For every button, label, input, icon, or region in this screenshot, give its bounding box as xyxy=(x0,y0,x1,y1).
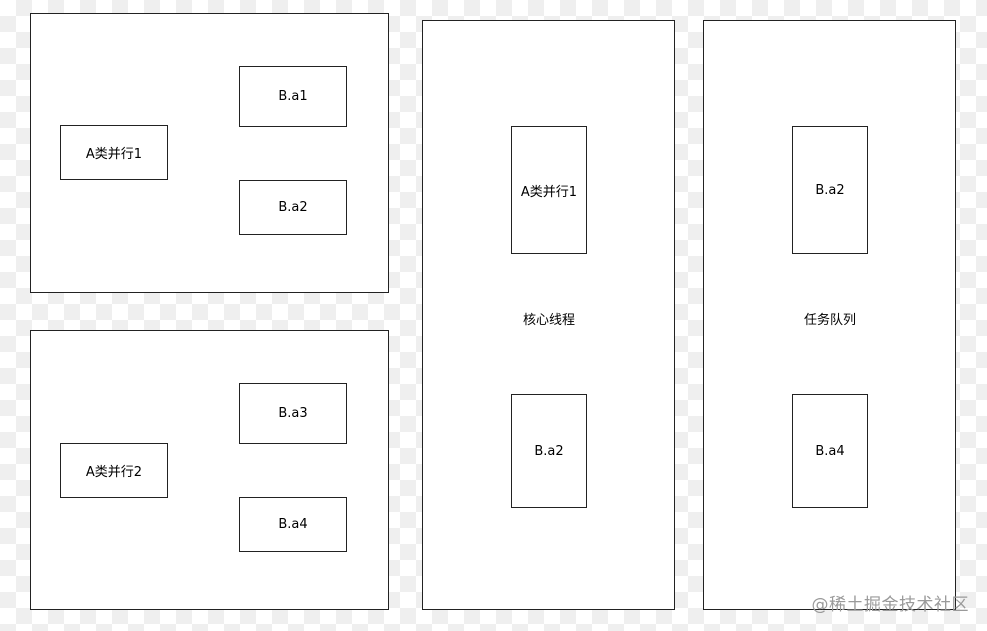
core-thread-slot-2-label: B.a2 xyxy=(534,443,564,459)
subtask-b-a2-box: B.a2 xyxy=(239,180,347,235)
parallel-task-a1-label: A类并行1 xyxy=(85,147,143,162)
parallel-group-1-panel: A类并行1 B.a1 B.a2 xyxy=(30,13,389,293)
core-thread-slot-2: B.a2 xyxy=(511,394,587,508)
subtask-b-a1-label: B.a1 xyxy=(278,89,308,104)
task-queue-slot-1-label: B.a2 xyxy=(815,182,845,198)
task-queue-slot-2-label: B.a4 xyxy=(815,443,845,459)
parallel-group-2-panel: A类并行2 B.a3 B.a4 xyxy=(30,330,389,610)
subtask-b-a1-box: B.a1 xyxy=(239,66,347,127)
core-thread-panel: A类并行1 核心线程 B.a2 xyxy=(422,20,675,610)
task-queue-title: 任务队列 xyxy=(804,313,857,328)
task-queue-slot-2: B.a4 xyxy=(792,394,868,508)
subtask-b-a2-label: B.a2 xyxy=(278,200,308,215)
subtask-b-a3-label: B.a3 xyxy=(278,406,308,421)
parallel-task-a2-box: A类并行2 xyxy=(60,443,168,498)
watermark-text: @稀土掘金技术社区 xyxy=(811,595,969,615)
task-queue-slot-1: B.a2 xyxy=(792,126,868,254)
core-thread-slot-1: A类并行1 xyxy=(511,126,587,254)
core-thread-title: 核心线程 xyxy=(523,313,576,328)
core-thread-slot-1-label: A类并行1 xyxy=(520,184,578,200)
subtask-b-a4-label: B.a4 xyxy=(278,517,308,532)
subtask-b-a3-box: B.a3 xyxy=(239,383,347,444)
subtask-b-a4-box: B.a4 xyxy=(239,497,347,552)
parallel-task-a1-box: A类并行1 xyxy=(60,125,168,180)
parallel-task-a2-label: A类并行2 xyxy=(85,465,143,480)
task-queue-panel: B.a2 任务队列 B.a4 xyxy=(703,20,956,610)
